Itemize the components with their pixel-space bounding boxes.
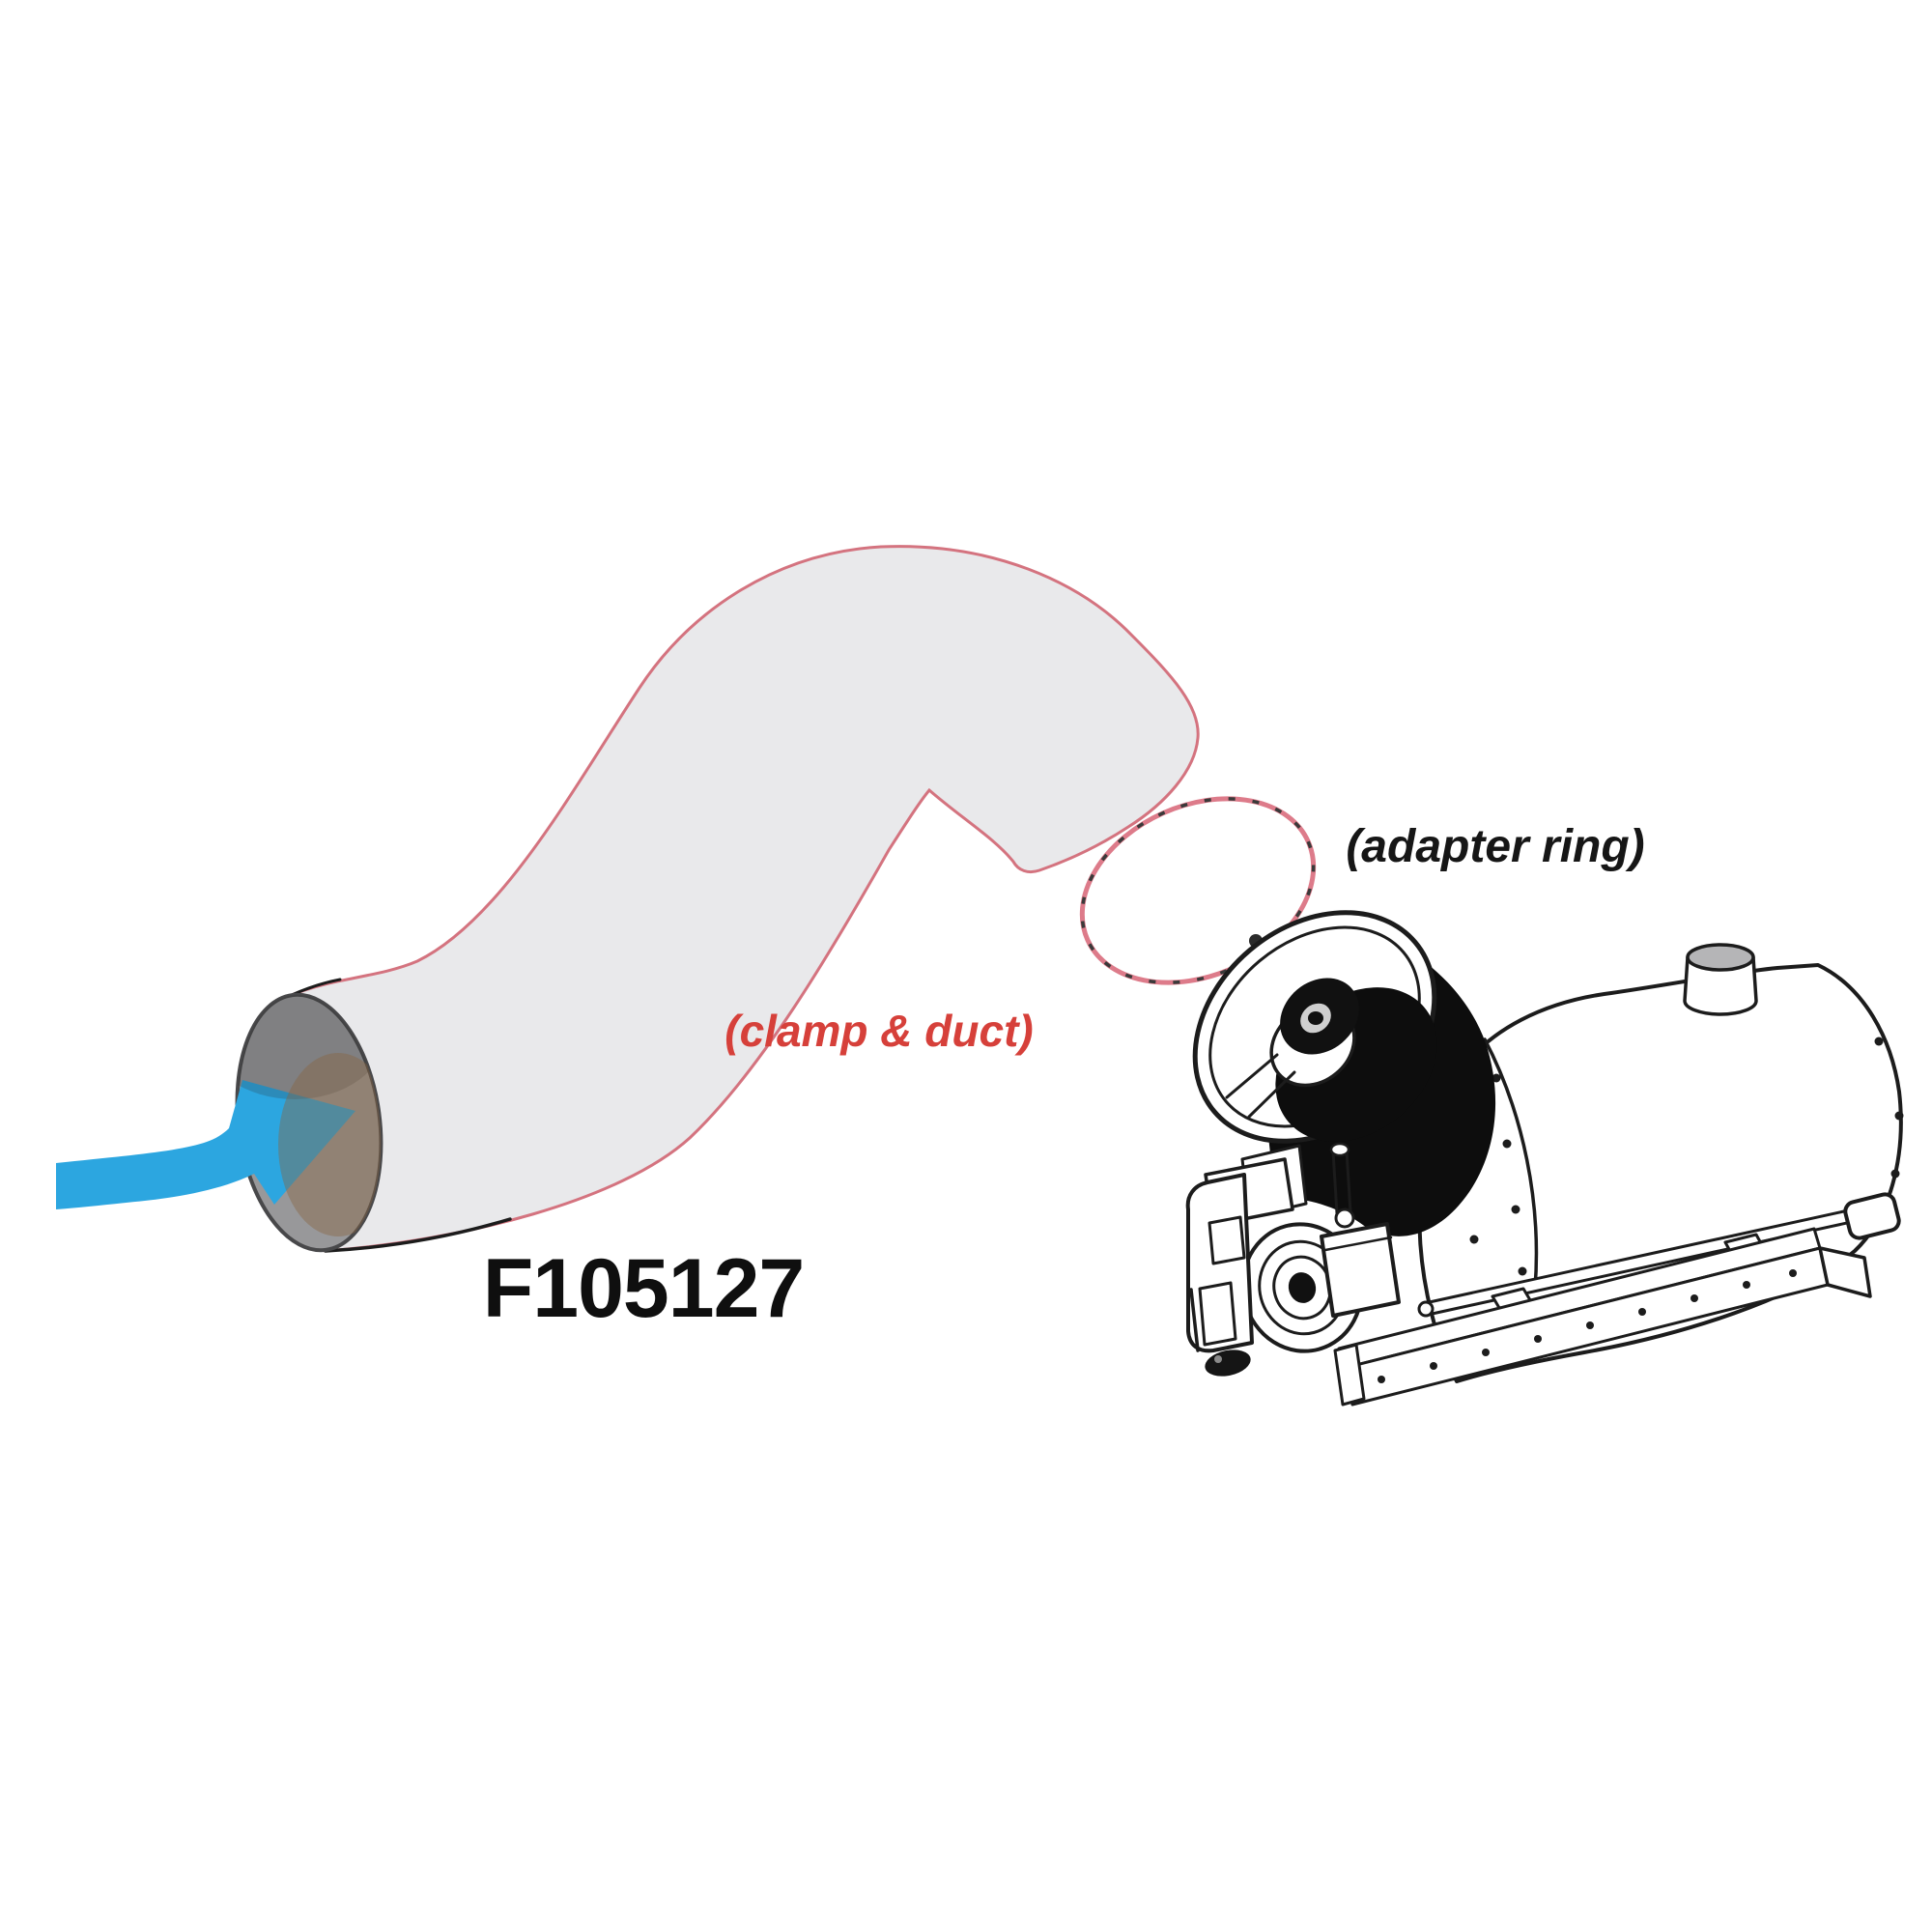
fuel-pipe <box>1329 1142 1355 1229</box>
heater-unit <box>1185 910 1904 1406</box>
fan-hub <box>1225 978 1359 1119</box>
burner-assembly <box>1185 1144 1401 1377</box>
duct-body <box>290 545 1200 1253</box>
label-clamp-duct: (clamp & duct) <box>724 1006 1033 1056</box>
label-adapter-ring: (adapter ring) <box>1346 821 1644 872</box>
fuel-cap <box>1683 943 1758 1016</box>
flexible-duct <box>56 545 1200 1253</box>
part-number-label: F105127 <box>483 1242 805 1335</box>
skid-frame <box>1333 1227 1872 1406</box>
airflow-arrow-icon <box>56 1080 355 1209</box>
body-seam <box>1483 1037 1539 1291</box>
